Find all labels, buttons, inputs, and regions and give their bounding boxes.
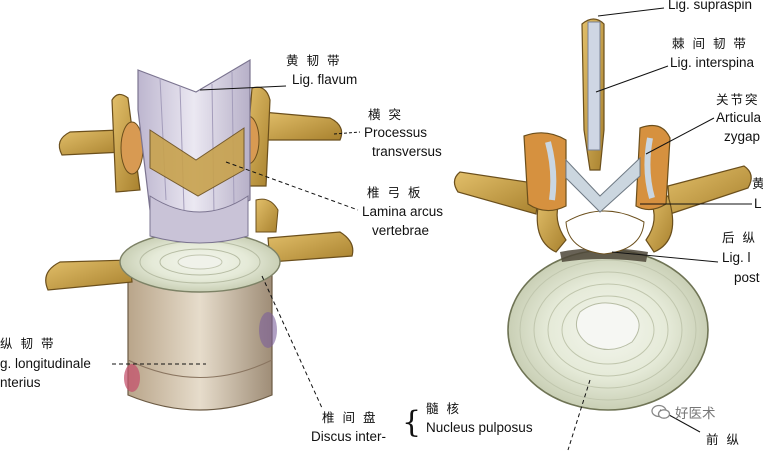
upper-transverse-left [58,129,125,156]
left-vertebra-figure [45,58,354,411]
label-lig-long-ant-zh: 纵 韧 带 [0,336,56,351]
label-lamina-zh: 椎 弓 板 [367,185,423,200]
wechat-icon [651,404,671,419]
label-lig-suprasp: Lig. supraspin [668,0,753,12]
label-nucleus-zh: 髓 核 [426,401,461,416]
right-vertebra-figure [453,18,752,411]
upper-transverse-right [261,111,343,141]
label-flavum-right-zh: 黄 [752,176,763,191]
label-lig-flavum-zh: 黄 韧 带 [286,53,342,68]
watermark-text: 好医术 [675,406,716,421]
nucleus-pulposus-shape [575,302,640,350]
transverse-process-lower-right [267,231,354,263]
label-lig-long-ant-1: g. longitudinale [0,356,91,371]
label-proc-trans-1: Processus [364,125,428,140]
label-discus-zh: 椎 间 盘 [322,410,378,425]
label-post-long-1: Lig. l [722,250,751,265]
label-lig-intersp: Lig. interspina [670,55,755,70]
transverse-process-right-right [667,165,752,215]
watermark: 好医术 [651,402,716,422]
label-nucleus: Nucleus pulposus [426,420,533,435]
label-discus: Discus inter- [311,429,387,444]
articular-process-left [523,132,567,212]
transverse-process-right-left [453,171,541,215]
label-ant-long-right-zh: 前 纵 [706,432,741,447]
label-lamina-2: vertebrae [372,223,430,238]
label-articular-zh: 关节突 [716,92,760,107]
transverse-process-lower-left [45,259,133,291]
vertebral-foramen [565,210,645,255]
label-lamina-1: Lamina arcus [362,204,444,219]
label-post-long-zh: 后 纵 [722,230,757,245]
label-flavum-right: L [754,196,762,211]
label-lig-flavum: Lig. flavum [292,72,358,87]
label-post-long-2: post [734,270,760,285]
label-lig-intersp-zh: 棘 间 韧 带 [672,36,748,51]
vertebral-body-lower [127,269,273,411]
brace-glyph: { [402,405,422,440]
label-articular-1: Articula [716,110,762,125]
label-proc-trans-2: transversus [372,144,442,159]
label-articular-2: zygap [724,129,761,144]
leader-lines [112,7,752,451]
label-proc-trans-zh: 横 突 [368,107,403,122]
label-lig-long-ant-2: nterius [0,375,41,390]
